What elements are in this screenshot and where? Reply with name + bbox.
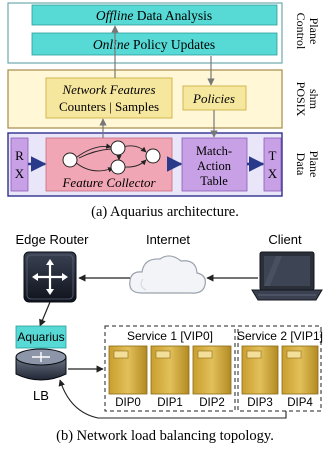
offline-data-analysis-label: Offline Data Analysis <box>96 8 212 23</box>
lb-label: LB <box>33 388 49 403</box>
dip3-label: DIP3 <box>247 397 273 409</box>
service1-frame <box>104 325 236 412</box>
data-plane-label-2: Plane <box>307 151 321 178</box>
lb-icon <box>15 348 67 381</box>
feature-graph <box>74 143 147 173</box>
dip3-server-icon <box>241 345 279 395</box>
edge-router-icon <box>23 251 77 303</box>
dip1-label: DIP1 <box>157 397 183 409</box>
dip1-server-icon <box>150 345 190 395</box>
network-features-box <box>45 77 173 119</box>
dip2-server-icon <box>192 345 232 395</box>
online-policy-updates-label: Online Policy Updates <box>93 37 215 52</box>
aquarius-box <box>15 325 67 349</box>
service1-label: Service 1 [VIP0] <box>127 329 213 343</box>
match-action-label-1: Match- <box>196 144 232 158</box>
posix-label: POSIX <box>294 82 308 117</box>
feature-node-4 <box>145 148 161 164</box>
match-action-label-3: Table <box>200 174 228 188</box>
feature-node-2 <box>110 140 126 156</box>
control-plane-label-1: Control <box>294 13 308 50</box>
match-action-table-box <box>181 137 248 192</box>
internet-label: Internet <box>146 232 190 247</box>
servers-return-path <box>58 379 287 419</box>
tx-label-t: T <box>269 148 277 163</box>
control-plane-label-2: Plane <box>307 18 321 45</box>
edge-router-label: Edge Router <box>16 232 90 247</box>
feature-collector-label: Feature Collector <box>61 175 156 190</box>
rx-label-x: X <box>15 166 25 181</box>
feature-node-1 <box>62 152 78 168</box>
aquarius-label: Aquarius <box>17 330 64 344</box>
client-label: Client <box>268 232 302 247</box>
dip4-label: DIP4 <box>287 397 313 409</box>
online-policy-updates-bar <box>31 32 278 56</box>
shm-label: shm <box>307 89 321 110</box>
offline-data-analysis-bar <box>31 4 278 26</box>
dip4-server-icon <box>281 345 319 395</box>
dip2-label: DIP2 <box>199 397 225 409</box>
architecture-caption: (a) Aquarius architecture. <box>91 204 239 220</box>
network-features-subtitle: Counters | Samples <box>59 99 159 114</box>
service2-label: Service 2 [VIP1] <box>237 329 323 343</box>
internet-cloud-icon <box>129 255 206 294</box>
tx-label-x: X <box>268 166 278 181</box>
rx-label-r: R <box>15 148 24 163</box>
policies-box <box>182 85 247 111</box>
policies-label: Policies <box>192 91 235 106</box>
topology-caption: (b) Network load balancing topology. <box>56 428 274 444</box>
rx-box <box>10 137 29 192</box>
data-plane-label-1: Data <box>294 153 308 176</box>
control-arrows <box>99 25 218 138</box>
dip0-label: DIP0 <box>115 397 141 409</box>
router-lb-link <box>39 301 51 327</box>
client-laptop-icon <box>251 251 323 301</box>
tx-box <box>263 137 282 192</box>
feature-node-3 <box>110 159 126 175</box>
match-action-label-2: Action <box>197 159 232 173</box>
network-features-title: Network Features <box>61 82 155 97</box>
dip0-server-icon <box>108 345 148 395</box>
